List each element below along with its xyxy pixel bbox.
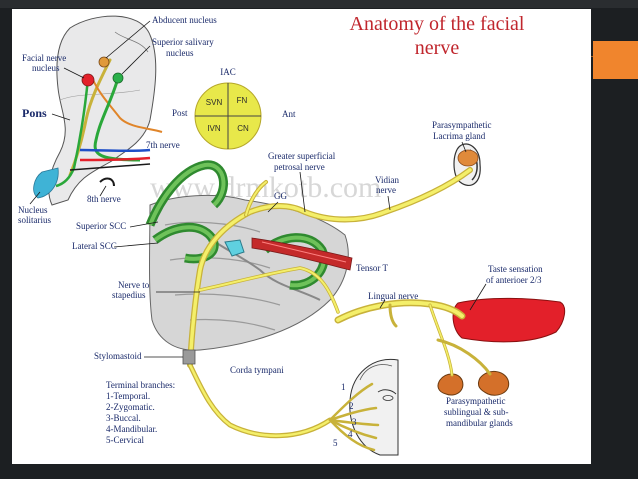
lacrimal-gland (457, 149, 479, 167)
label-stapedius-1: Nerve to (118, 280, 150, 290)
label-abducent-nucleus: Abducent nucleus (152, 15, 217, 25)
terminal-item-5: 5-Cervical (106, 435, 144, 445)
label-nucleus-solitarius-2: solitarius (18, 215, 51, 225)
label-ivn: IVN (207, 124, 221, 133)
label-gsp-1: Greater superficial (268, 151, 336, 161)
accent-block (593, 41, 638, 79)
label-vidian-2: nerve (376, 185, 396, 195)
label-gsp-2: petrosal nerve (274, 162, 325, 172)
label-stapedius-2: stapedius (112, 290, 146, 300)
label-gg: GG (274, 191, 287, 201)
facial-nucleus-dot (81, 73, 95, 87)
terminal-heading: Terminal branches: (106, 380, 175, 390)
label-lacrimal-1: Parasympathetic (432, 120, 491, 130)
label-ant: Ant (282, 109, 296, 119)
top-strip (0, 0, 638, 8)
label-stylomastoid: Stylomastoid (94, 351, 142, 361)
title-line-2: nerve (415, 37, 460, 59)
label-nucleus-solitarius-1: Nucleus (18, 205, 48, 215)
iac-cross-section (194, 82, 262, 150)
terminal-item-3: 3-Buccal. (106, 413, 141, 423)
label-taste-1: Taste sensation (488, 264, 543, 274)
label-eighth-nerve: 8th nerve (87, 194, 121, 204)
facial-nerve-tracts (182, 167, 492, 452)
accent-line (591, 56, 638, 57)
title-line-1: Anatomy of the facial (350, 13, 525, 35)
label-lacrimal-2: Lacrima gland (433, 131, 486, 141)
label-sublingual-1: Parasympathetic (446, 396, 505, 406)
label-cn: CN (237, 124, 249, 133)
tongue-illustration (452, 297, 566, 343)
abducent-nucleus-dot (98, 56, 110, 68)
label-superior-salivary-1: Superior salivary (152, 37, 214, 47)
label-lateral-scc: Lateral SCC (72, 241, 117, 251)
terminal-item-1: 1-Temporal. (106, 391, 150, 401)
brainstem-illustration (33, 15, 163, 206)
branch-number-5: 5 (333, 438, 338, 448)
branch-number-1: 1 (341, 382, 346, 392)
label-pons: Pons (22, 106, 47, 120)
label-iac: IAC (220, 67, 236, 77)
salivary-nucleus-dot (112, 72, 124, 84)
label-fn: FN (237, 96, 248, 105)
label-svn: SVN (206, 98, 223, 107)
label-taste-2: of anterioer 2/3 (486, 275, 542, 285)
label-superior-salivary-2: nucleus (166, 48, 194, 58)
label-chorda: Corda tympani (230, 365, 284, 375)
terminal-item-4: 4-Mandibular. (106, 424, 157, 434)
label-tensor: Tensor T (356, 263, 388, 273)
label-sublingual-2: sublingual & sub- (444, 407, 509, 417)
label-sublingual-3: mandibular glands (446, 418, 513, 428)
label-lingual: Lingual nerve (368, 291, 418, 301)
branch-number-3: 3 (352, 417, 357, 427)
terminal-item-2: 2-Zygomatic. (106, 402, 155, 412)
branch-number-2: 2 (349, 401, 354, 411)
label-superior-scc: Superior SCC (76, 221, 126, 231)
label-post: Post (172, 108, 188, 118)
branch-number-4: 4 (348, 429, 353, 439)
label-vidian-1: Vidian (375, 175, 399, 185)
salivary-glands (437, 371, 510, 396)
nucleus-solitarius-blob (33, 167, 59, 199)
label-facial-nucleus-2: nucleus (32, 63, 60, 73)
label-seventh-nerve: 7th nerve (146, 140, 180, 150)
label-facial-nucleus-1: Facial nerve (22, 53, 66, 63)
temporal-bone-illustration (145, 160, 353, 351)
